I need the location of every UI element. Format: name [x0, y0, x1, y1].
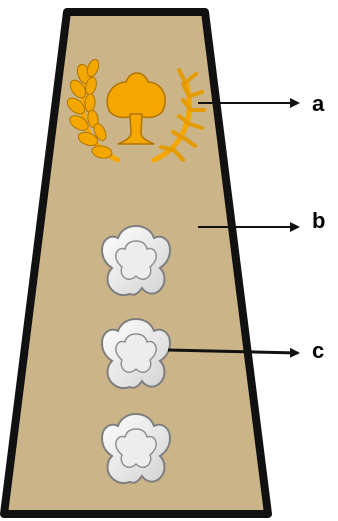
arrow-c [167, 347, 300, 358]
label-a: a [312, 91, 325, 116]
wreath-tree-emblem [66, 58, 206, 163]
label-c: c [312, 338, 325, 363]
flower-icon-1 [100, 224, 172, 297]
flower-icon-3 [100, 412, 172, 485]
flower-icon-2 [100, 317, 172, 390]
label-b: b [312, 208, 326, 233]
